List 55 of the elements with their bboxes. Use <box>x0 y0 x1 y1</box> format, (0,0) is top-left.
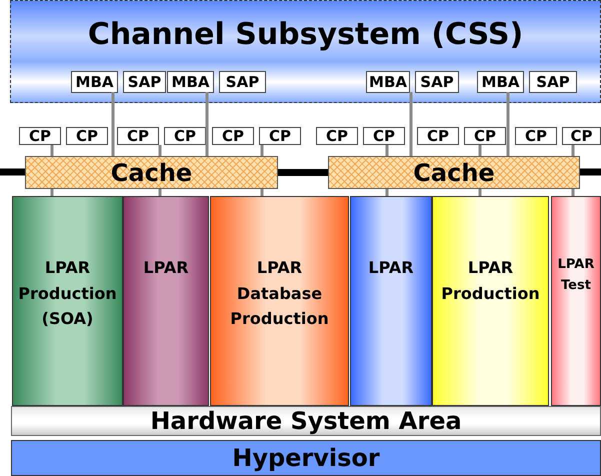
partition-column <box>551 196 601 406</box>
cache-box: Cache <box>25 156 278 189</box>
adapter-box: MBA <box>477 71 524 93</box>
partition-column <box>210 196 349 406</box>
connector-line <box>50 145 54 156</box>
partition-column <box>350 196 432 406</box>
connector-line <box>386 189 388 196</box>
partition-column <box>12 196 123 406</box>
adapter-box: SAP <box>123 71 166 93</box>
connector-line <box>278 169 328 176</box>
processor-box: CP <box>515 127 557 145</box>
partition-label: LPAR <box>368 257 414 279</box>
partition-label: LPAR <box>143 257 189 279</box>
connector-line <box>260 189 264 196</box>
adapter-box: MBA <box>366 71 410 93</box>
partition-column <box>123 196 209 406</box>
adapter-box: MBA <box>167 71 214 93</box>
connector-line <box>260 145 264 156</box>
channel-subsystem-band <box>10 0 601 103</box>
connector-line <box>112 92 114 156</box>
partition-label: LPAR Production (SOA) <box>17 257 118 330</box>
connector-line <box>158 145 162 156</box>
processor-box: CP <box>464 127 506 145</box>
connector-line <box>572 145 574 156</box>
connector-line <box>478 145 482 156</box>
cache-box: Cache <box>328 156 580 189</box>
connector-line <box>50 189 54 196</box>
processor-box: CP <box>66 127 108 145</box>
partition-label: LPAR Test <box>556 256 596 295</box>
connector-line <box>410 92 412 156</box>
partition-label: LPAR Production <box>440 257 541 305</box>
processor-box: CP <box>363 127 405 145</box>
connector-line <box>506 92 510 156</box>
adapter-box: SAP <box>219 71 266 93</box>
connector-line <box>206 92 208 156</box>
adapter-box: MBA <box>71 71 118 93</box>
connector-line <box>386 145 388 156</box>
processor-box: CP <box>417 127 459 145</box>
connector-line <box>478 189 482 196</box>
processor-box: CP <box>562 127 601 145</box>
processor-box: CP <box>259 127 301 145</box>
band-title: Channel Subsystem (CSS) <box>86 17 524 52</box>
hypervisor-band: Hypervisor <box>11 440 601 476</box>
processor-box: CP <box>212 127 254 145</box>
connector-line <box>572 189 574 196</box>
processor-box: CP <box>19 127 61 145</box>
processor-box: CP <box>164 127 206 145</box>
partition-label: LPAR Database Production <box>229 257 330 330</box>
hardware-system-area-band: Hardware System Area <box>11 406 601 436</box>
adapter-box: SAP <box>415 71 459 93</box>
partition-column <box>432 196 549 406</box>
adapter-box: SAP <box>529 71 577 93</box>
processor-box: CP <box>316 127 358 145</box>
connector-line <box>158 189 162 196</box>
processor-box: CP <box>117 127 159 145</box>
